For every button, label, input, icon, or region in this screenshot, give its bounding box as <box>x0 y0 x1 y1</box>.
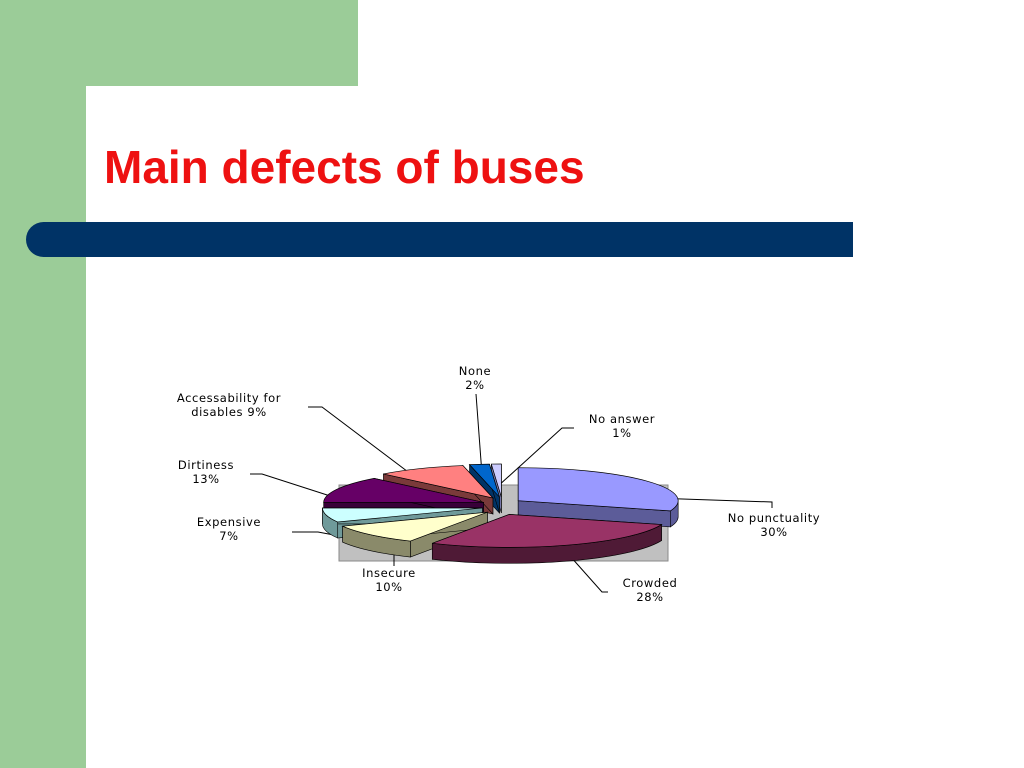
leader-line-accessability-for-disables <box>308 406 433 491</box>
slide-title: Main defects of buses <box>104 141 585 193</box>
slice-insecure <box>341 511 488 542</box>
slice-none <box>468 463 500 498</box>
slice-expensive <box>322 507 483 523</box>
content-panel <box>86 86 1024 768</box>
leader-line-no-punctuality <box>652 497 773 508</box>
pie-tops <box>322 463 679 548</box>
leader-line-no-answer <box>496 427 574 488</box>
slice-no-punctuality <box>517 467 679 512</box>
slice-accessability-for-disables <box>383 465 494 499</box>
slice-crowded <box>432 514 663 548</box>
leader-line-crowded <box>569 555 608 593</box>
title-rule <box>26 222 853 257</box>
green-left-band <box>0 0 86 768</box>
leader-line-dirtiness <box>250 473 353 504</box>
slice-dirtiness <box>323 478 484 503</box>
leader-lines <box>250 393 773 593</box>
slice-no-answer <box>490 463 502 498</box>
